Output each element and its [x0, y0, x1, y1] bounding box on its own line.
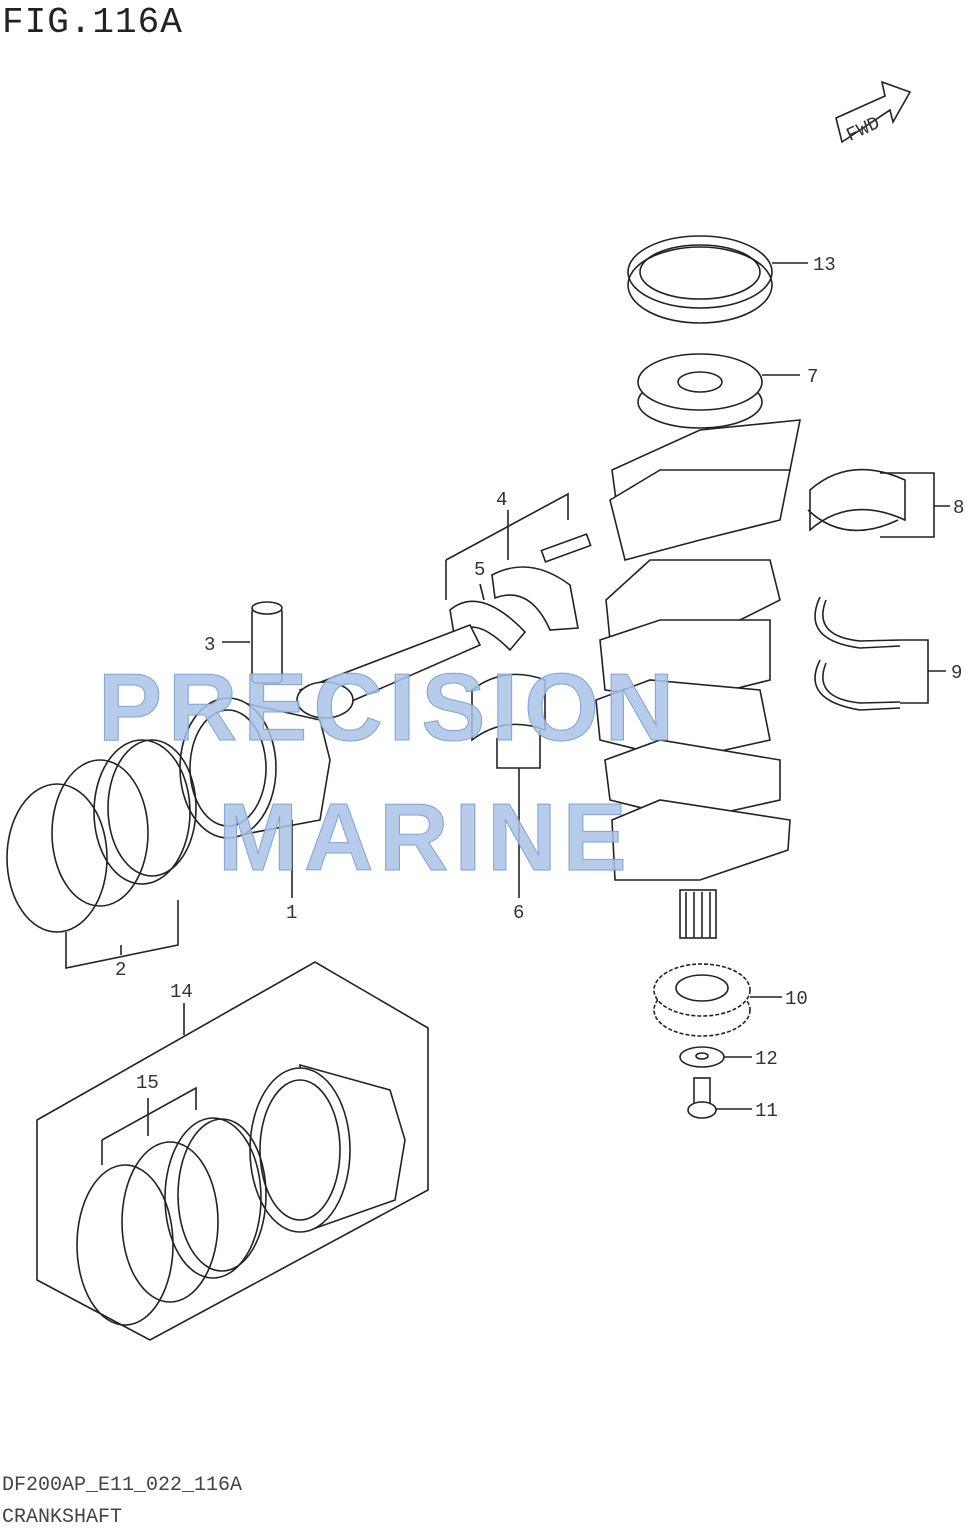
crank-gear-part[interactable] [653, 963, 751, 1037]
piston-set-part[interactable] [76, 1063, 406, 1326]
crank-bearing-part[interactable] [807, 468, 906, 532]
callout-5[interactable]: 5 [474, 559, 485, 581]
callout-12[interactable]: 12 [755, 1048, 778, 1070]
diagram-code: DF200AP_E11_022_116A [2, 1474, 243, 1497]
piston-pin-part[interactable] [251, 601, 283, 684]
crankshaft-part[interactable] [595, 353, 801, 939]
callout-7[interactable]: 7 [807, 366, 818, 388]
precision-marine-watermark-logo: PRECISION MARINE [98, 654, 680, 892]
callout-4[interactable]: 4 [496, 489, 507, 511]
forward-arrow-icon: FWD [835, 80, 912, 147]
callout-15[interactable]: 15 [136, 1072, 159, 1094]
figure-title: FIG.116A [2, 2, 183, 43]
callout-13[interactable]: 13 [813, 254, 836, 276]
callout-3[interactable]: 3 [204, 634, 215, 656]
callout-1[interactable]: 1 [286, 902, 297, 924]
bolt-part[interactable] [687, 1077, 717, 1119]
piston-part[interactable] [179, 697, 331, 839]
callout-9[interactable]: 9 [951, 662, 962, 684]
thrust-washer-part[interactable] [814, 596, 901, 711]
washer-part[interactable] [679, 1046, 725, 1068]
callout-14[interactable]: 14 [170, 981, 193, 1003]
watermark-line-1: PRECISION [98, 654, 680, 761]
callout-8[interactable]: 8 [953, 497, 964, 519]
oil-seal-part[interactable] [627, 235, 773, 324]
callout-11[interactable]: 11 [755, 1100, 778, 1122]
piston-set-box [36, 961, 429, 1341]
callout-6[interactable]: 6 [513, 902, 524, 924]
conrod-bearing-part[interactable] [471, 673, 546, 742]
watermark-line-2: MARINE [218, 784, 633, 891]
diagram-name: CRANKSHAFT [2, 1506, 123, 1529]
callout-2[interactable]: 2 [115, 959, 126, 981]
connecting-rod-part[interactable] [296, 533, 592, 719]
callout-10[interactable]: 10 [785, 988, 808, 1010]
piston-ring-set-part[interactable] [6, 739, 197, 933]
